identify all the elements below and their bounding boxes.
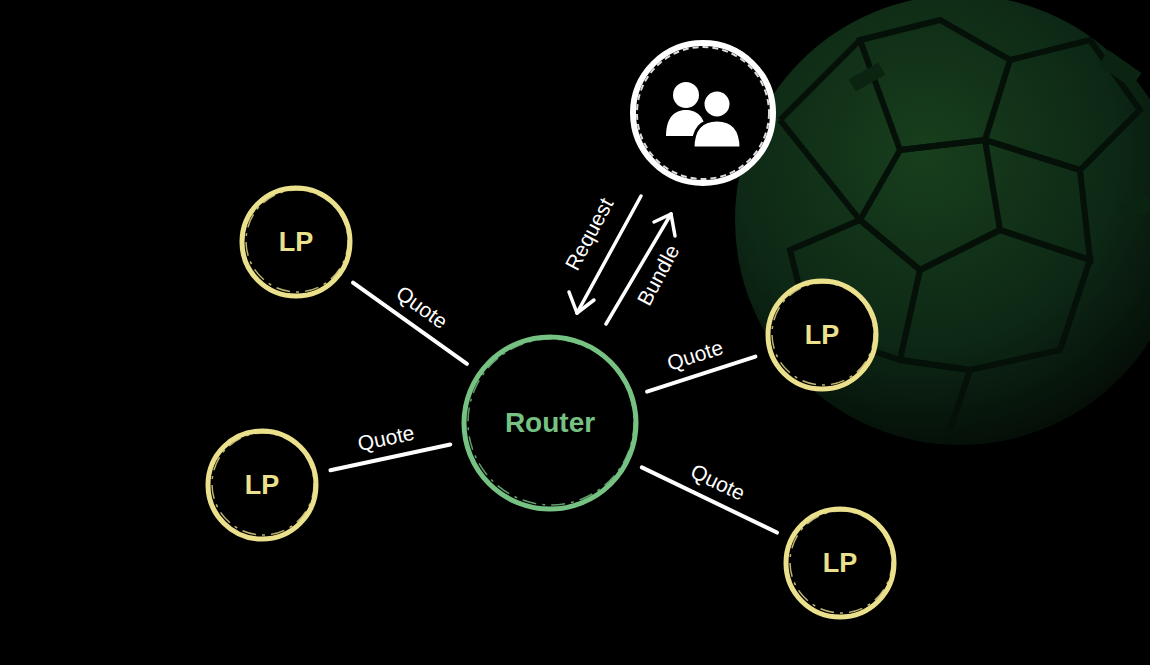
ring-texture: [212, 433, 314, 535]
ring-texture: [246, 190, 348, 292]
router-circle: Router: [460, 333, 640, 513]
lp-circle: LP: [764, 277, 880, 393]
node-label: Router: [505, 407, 595, 439]
node-label: LP: [805, 320, 840, 351]
ring-stroke: [768, 281, 876, 389]
edge-label: Quote: [354, 420, 419, 455]
lp-circle: LP: [204, 427, 320, 543]
ring-texture: [790, 511, 892, 613]
ring-stroke: [242, 188, 350, 296]
green-sphere: [735, 0, 1150, 445]
node-label: LP: [279, 227, 314, 258]
edge-label: Quote: [390, 280, 453, 334]
lp-circle: LP: [238, 184, 354, 300]
node-label: LP: [245, 470, 280, 501]
ring-texture: [772, 283, 874, 385]
arrow-label: Request: [560, 192, 619, 275]
ring-stroke: [464, 337, 636, 509]
lp-circle: LP: [782, 505, 898, 621]
arrow-label: Bundle: [632, 239, 685, 311]
user-icon: [633, 43, 773, 183]
ring-stroke: [786, 509, 894, 617]
ring-texture: [468, 339, 634, 505]
node-label: LP: [823, 548, 858, 579]
edge-label: Quote: [686, 458, 751, 505]
ring-stroke: [208, 431, 316, 539]
